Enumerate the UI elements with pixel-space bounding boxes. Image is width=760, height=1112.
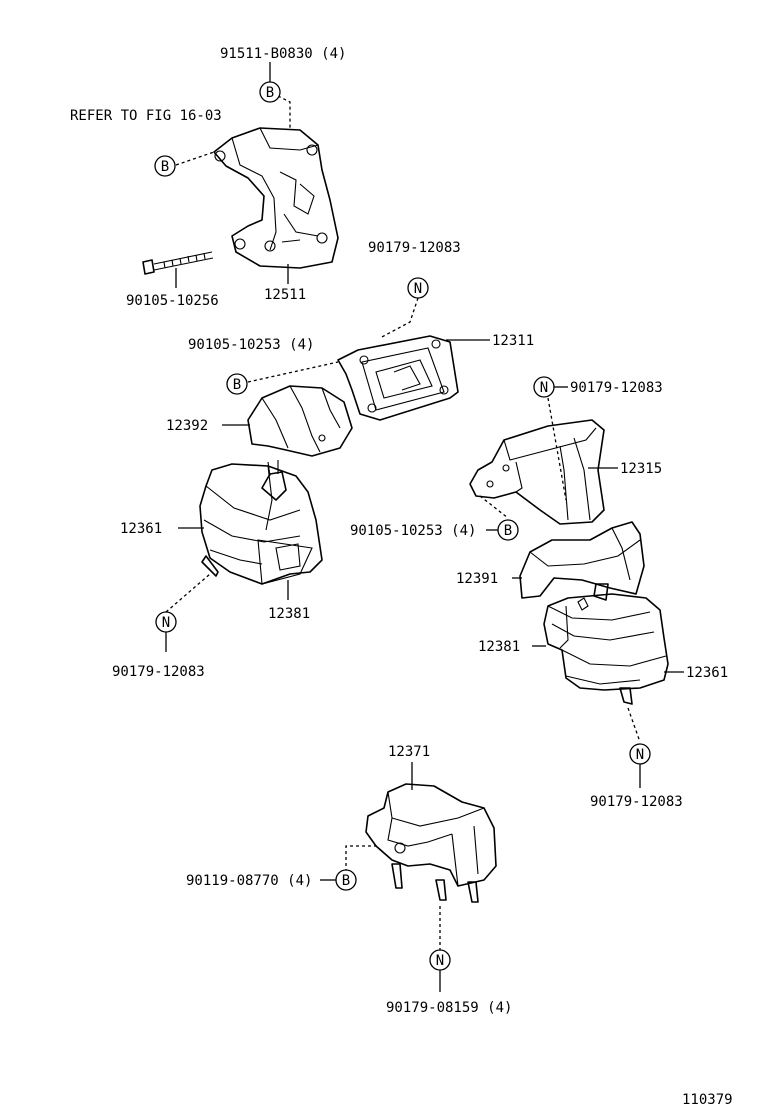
mount-12361-right-drawing [543,583,669,705]
mount-12371-drawing [365,783,497,903]
label-12311: 12311 [492,333,534,349]
label-91511-b0830: 91511-B0830 (4) [220,46,346,62]
marker-b-top: B [259,81,281,103]
bracket-12511-drawing [213,127,339,269]
bracket-12311-drawing [337,335,459,421]
label-12361-left: 12361 [120,521,162,537]
svg-text:N: N [636,747,644,763]
label-90179-12083-right-top: 90179-12083 [570,380,663,396]
insulator-12392-drawing [247,385,353,457]
svg-text:N: N [436,953,444,969]
bolt-90105-10256-drawing [142,251,214,275]
label-12381-right: 12381 [478,639,520,655]
label-90179-08159: 90179-08159 (4) [386,1000,512,1016]
marker-n-left: N [155,611,177,633]
marker-b-right: B [497,519,519,541]
label-12371: 12371 [388,744,430,760]
label-12361-right: 12361 [686,665,728,681]
marker-n-right-bottom: N [629,743,651,765]
svg-text:B: B [161,159,169,175]
svg-text:B: B [504,523,512,539]
svg-text:B: B [342,873,350,889]
marker-n-top: N [407,277,429,299]
label-90105-10253-right: 90105-10253 (4) [350,523,476,539]
label-90105-10253-left: 90105-10253 (4) [188,337,314,353]
marker-b-refer: B [154,155,176,177]
bracket-12315-drawing [469,419,605,525]
label-refer-to-fig: REFER TO FIG 16-03 [70,108,222,124]
label-12315: 12315 [620,461,662,477]
label-90179-12083-right-bottom: 90179-12083 [590,794,683,810]
marker-n-bottom: N [429,949,451,971]
insulator-12391-drawing [519,521,645,599]
label-12511: 12511 [264,287,306,303]
label-12381-left: 12381 [268,606,310,622]
label-90119-08770: 90119-08770 (4) [186,873,312,889]
svg-text:N: N [414,281,422,297]
svg-text:B: B [233,377,241,393]
marker-b-left: B [226,373,248,395]
label-90179-12083-left: 90179-12083 [112,664,205,680]
label-90179-12083-top: 90179-12083 [368,240,461,256]
label-90105-10256: 90105-10256 [126,293,219,309]
marker-n-right-top: N [533,376,555,398]
svg-text:N: N [162,615,170,631]
label-12392: 12392 [166,418,208,434]
figure-number: 110379 [682,1092,733,1108]
mount-12361-left-drawing [199,460,323,585]
marker-b-bottom: B [335,869,357,891]
leader-lines [165,62,684,992]
svg-text:N: N [540,380,548,396]
svg-text:B: B [266,85,274,101]
label-12391: 12391 [456,571,498,587]
